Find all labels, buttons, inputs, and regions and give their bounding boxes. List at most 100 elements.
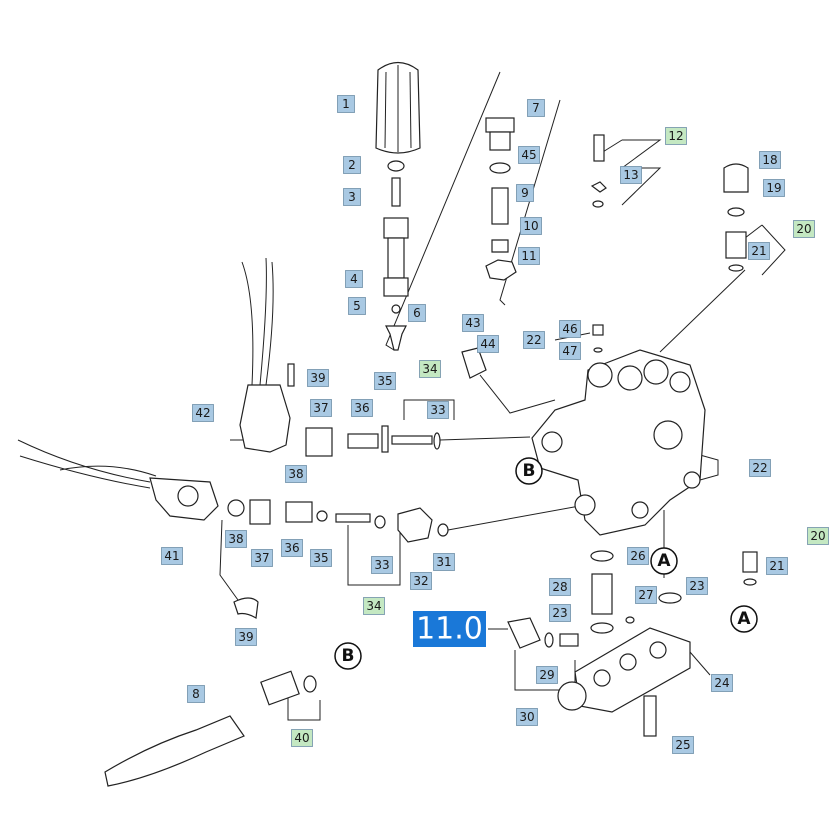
cap-part	[723, 163, 749, 193]
part-label-text: 24	[714, 676, 729, 690]
valve-body-part	[397, 507, 433, 543]
part-label-text: 38	[228, 532, 243, 546]
part-label-text: 42	[195, 406, 210, 420]
part-label-20: 20	[807, 527, 829, 545]
part-label-12: 12	[665, 127, 687, 145]
part-label-text: 35	[313, 551, 328, 565]
parts-artwork	[17, 61, 758, 787]
part-label-27: 27	[635, 586, 657, 604]
hose-part	[104, 715, 245, 787]
part-label-6: 6	[408, 304, 426, 322]
ring-26-part	[590, 550, 614, 562]
connector-b: B	[334, 642, 362, 670]
part-label-11: 11	[518, 247, 540, 265]
part-label-9: 9	[516, 184, 534, 202]
part-label-47: 47	[559, 342, 581, 360]
small-ring-part	[592, 200, 604, 208]
part-label-23: 23	[686, 577, 708, 595]
check-29-part	[559, 633, 579, 647]
part-label-45: 45	[518, 146, 540, 164]
part-label-43: 43	[462, 314, 484, 332]
part-label-4: 4	[345, 270, 363, 288]
part-label-19: 19	[763, 179, 785, 197]
part-label-35: 35	[374, 372, 396, 390]
part-label-text: 37	[313, 401, 328, 415]
part-label-40: 40	[291, 729, 313, 747]
inlet-plug-part	[461, 347, 487, 379]
connector-text: B	[523, 461, 536, 481]
part-label-box	[749, 459, 771, 477]
part-label-10: 10	[520, 217, 542, 235]
part-label-box	[672, 736, 694, 754]
part-label-42: 42	[192, 404, 214, 422]
plug-part	[592, 324, 604, 336]
part-label-box	[793, 220, 815, 238]
spring-upper-part	[347, 433, 379, 449]
part-label-text: 23	[689, 579, 704, 593]
part-label-1: 1	[337, 95, 355, 113]
spring-lower-part	[285, 501, 313, 523]
part-label-22: 22	[749, 459, 771, 477]
part-label-box	[627, 547, 649, 565]
version-badge-bg	[413, 611, 486, 647]
part-label-text: 19	[766, 181, 781, 195]
part-label-text: 22	[752, 461, 767, 475]
part-label-5: 5	[348, 297, 366, 315]
part-label-box	[477, 335, 499, 353]
part-label-box	[549, 604, 571, 622]
part-label-39: 39	[235, 628, 257, 646]
part-label-7: 7	[527, 99, 545, 117]
part-label-33: 33	[371, 556, 393, 574]
part-label-18: 18	[759, 151, 781, 169]
part-label-box	[462, 314, 484, 332]
o-ring-part	[489, 162, 511, 174]
part-label-box	[343, 156, 361, 174]
part-label-21: 21	[766, 557, 788, 575]
check-ring-lower-part	[743, 578, 757, 586]
pump-head-part	[531, 349, 706, 536]
hose-ring-part	[303, 675, 317, 693]
connector-circle	[730, 605, 758, 633]
hex-nut-part	[485, 259, 517, 281]
part-label-box	[711, 674, 733, 692]
part-label-text: 9	[521, 186, 529, 200]
part-label-text: 44	[480, 337, 495, 351]
connector-b: B	[515, 457, 543, 485]
part-label-box	[559, 320, 581, 338]
part-label-text: 36	[284, 541, 299, 555]
ring-27-part	[625, 616, 635, 624]
part-label-text: 1	[342, 97, 350, 111]
part-label-29: 29	[536, 666, 558, 684]
part-label-34: 34	[419, 360, 441, 378]
seat-part	[385, 325, 407, 351]
part-label-box	[187, 685, 205, 703]
part-label-text: 23	[552, 606, 567, 620]
version-badge: 11.0	[413, 611, 486, 647]
part-label-text: 37	[254, 551, 269, 565]
part-label-text: 8	[192, 687, 200, 701]
part-label-text: 6	[413, 306, 421, 320]
part-label-22: 22	[523, 331, 545, 349]
fitting-part	[485, 117, 515, 151]
part-label-text: 11	[521, 249, 536, 263]
part-label-39: 39	[307, 369, 329, 387]
check-ring-part	[728, 264, 744, 272]
part-label-box	[635, 586, 657, 604]
part-label-box	[520, 217, 542, 235]
part-label-46: 46	[559, 320, 581, 338]
connector-text: A	[657, 551, 671, 571]
spring-part	[391, 177, 401, 207]
knob-part	[375, 61, 421, 154]
part-label-text: 39	[238, 630, 253, 644]
part-label-text: 29	[539, 668, 554, 682]
part-label-box	[516, 708, 538, 726]
coupling-lower-part	[249, 499, 271, 525]
part-label-31: 31	[433, 553, 455, 571]
part-label-41: 41	[161, 547, 183, 565]
part-label-text: 30	[519, 710, 534, 724]
part-label-30: 30	[516, 708, 538, 726]
ring-23a-part	[590, 622, 614, 634]
part-label-box	[536, 666, 558, 684]
part-label-33: 33	[427, 401, 449, 419]
part-label-37: 37	[310, 399, 332, 417]
